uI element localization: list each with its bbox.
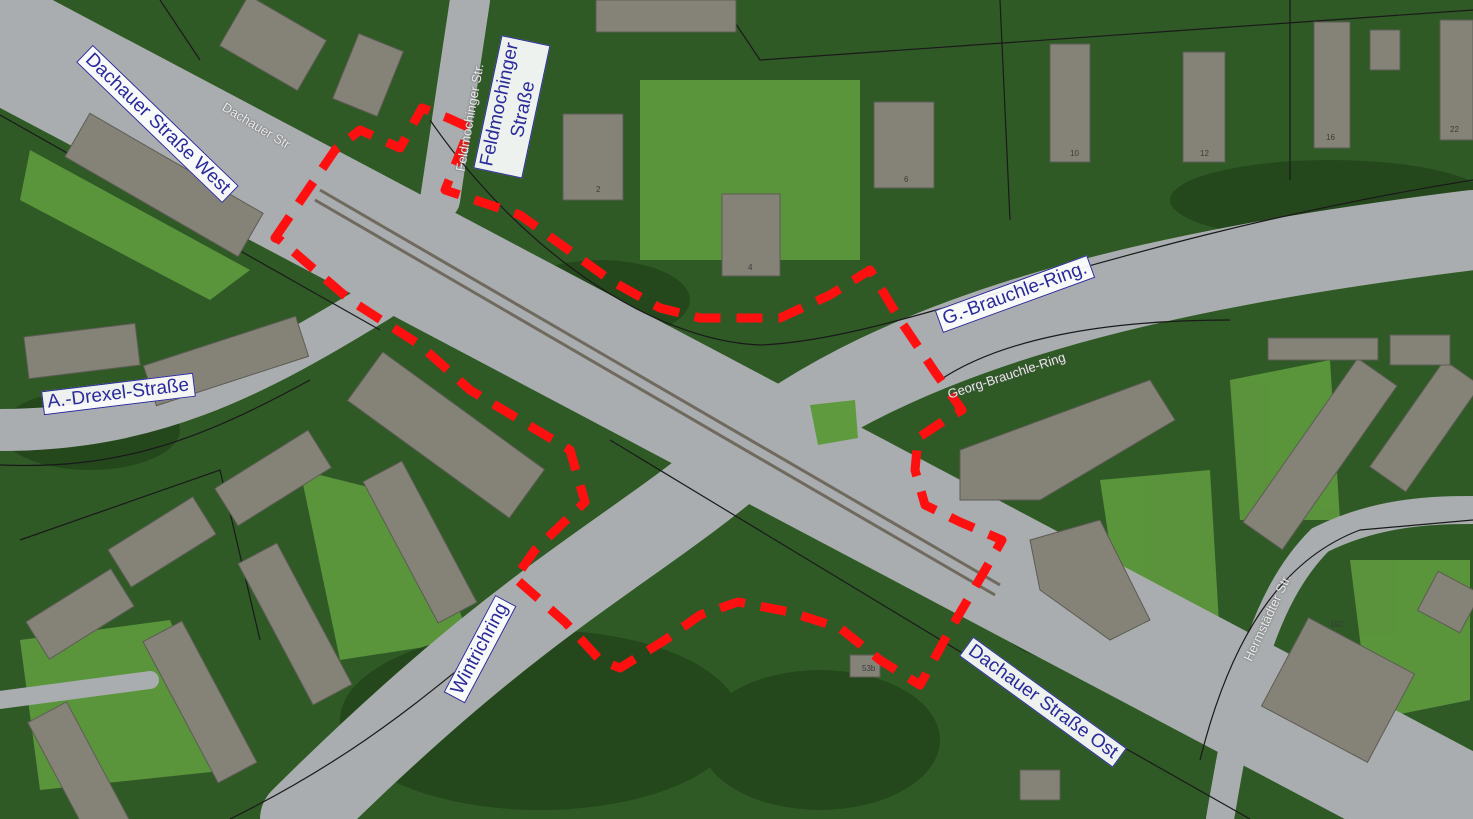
svg-text:22: 22 — [1450, 125, 1459, 134]
svg-text:4: 4 — [748, 263, 753, 272]
road-access-west — [0, 671, 159, 709]
buildings — [23, 0, 1473, 819]
road-feldmochinger — [420, 0, 490, 220]
house-numbers: 2 6 4 10 12 16 22 192 53b — [596, 125, 1459, 673]
svg-text:53b: 53b — [862, 664, 876, 673]
study-area-boundary — [270, 103, 1007, 690]
tram-tracks — [314, 188, 1001, 597]
traffic-island — [810, 400, 858, 445]
road-drexel-strasse — [0, 279, 401, 451]
svg-text:192: 192 — [1330, 620, 1344, 629]
svg-text:6: 6 — [904, 175, 909, 184]
svg-text:12: 12 — [1200, 149, 1209, 158]
svg-text:2: 2 — [596, 185, 601, 194]
svg-text:10: 10 — [1070, 149, 1079, 158]
svg-text:16: 16 — [1326, 133, 1335, 142]
road-ring-east — [1206, 496, 1473, 819]
